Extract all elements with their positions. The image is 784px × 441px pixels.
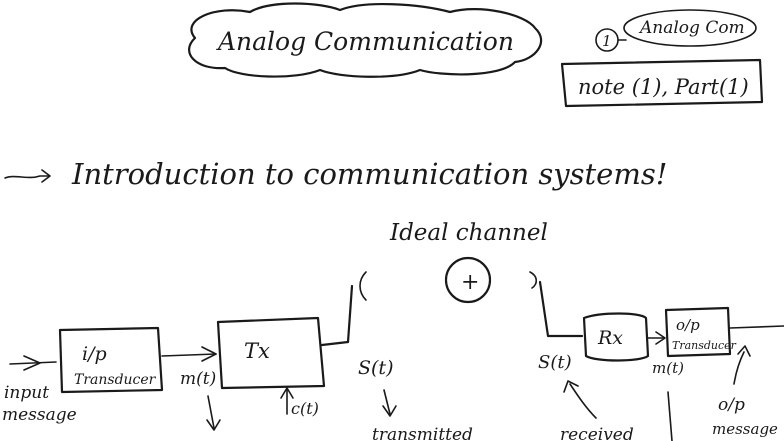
transmitted-label-cut: transmitted — [372, 425, 473, 441]
m-t-down-arrow-shaft — [207, 395, 215, 429]
title-cloud-outline — [188, 2, 543, 78]
c-t-arrow-head — [280, 387, 294, 399]
badge-oval — [623, 9, 757, 47]
heading-arrow-shaft — [4, 175, 49, 179]
ip-to-tx-arrow-head — [201, 346, 217, 362]
c-t-label: c(t) — [291, 399, 319, 418]
op-transducer-block — [664, 306, 732, 358]
tx-antenna-mast — [320, 284, 354, 347]
op-label-line1: o/p — [718, 395, 745, 415]
output-line — [729, 325, 784, 329]
received-arrow-shaft — [569, 383, 597, 419]
op-transducer-bottom-label: Transducer — [672, 339, 737, 352]
ip-transducer-top-label: i/p — [82, 343, 107, 365]
received-arrow-head — [563, 380, 579, 393]
note-box-text: note (1), Part(1) — [578, 75, 749, 99]
rx-block-label: Rx — [597, 327, 623, 349]
badge-text: Analog Com — [638, 18, 745, 38]
rx-antenna-wave — [529, 271, 538, 289]
input-arrow-shaft — [9, 361, 57, 365]
input-arrow-head — [23, 355, 41, 371]
heading-text: Introduction to communication systems! — [71, 157, 667, 191]
heading-arrow-head — [41, 169, 51, 183]
channel-plus: + — [461, 270, 479, 295]
input-label-line1: input — [4, 383, 49, 403]
badge-number: 1 — [602, 32, 612, 50]
ip-transducer-bottom-label: Transducer — [74, 372, 157, 388]
tx-block — [216, 316, 326, 390]
m-t-label-2: m(t) — [652, 359, 684, 377]
s-t-rx-label: S(t) — [538, 352, 572, 373]
received-label-cut: received — [560, 425, 634, 441]
ip-transducer-block — [58, 326, 164, 394]
channel-adder-circle — [444, 256, 492, 304]
s-t-tx-label: S(t) — [358, 357, 393, 379]
tx-antenna-wave — [359, 271, 367, 301]
note-box-outline — [560, 58, 764, 108]
m-t-label-1: m(t) — [180, 369, 216, 389]
output-arrow-head — [737, 345, 751, 357]
tx-block-label: Tx — [244, 339, 270, 363]
s-t-tx-down-arrow-head — [382, 405, 397, 417]
m-t-down-arrow-head — [206, 419, 221, 431]
input-label-line2: message — [2, 405, 77, 425]
op-label-line2: message — [712, 420, 778, 438]
rx-block — [582, 312, 650, 362]
m-t-2-down-line — [667, 391, 673, 441]
s-t-tx-down-arrow-shaft — [383, 389, 391, 415]
rx-antenna-mast — [538, 280, 584, 338]
ip-to-tx-arrow-shaft — [161, 353, 217, 357]
output-arrow-shaft — [733, 351, 745, 385]
rx-to-op-arrow-head — [655, 331, 666, 345]
title-text: Analog Communication — [216, 27, 514, 56]
op-transducer-top-label: o/p — [676, 316, 700, 334]
channel-label: Ideal channel — [389, 220, 548, 246]
